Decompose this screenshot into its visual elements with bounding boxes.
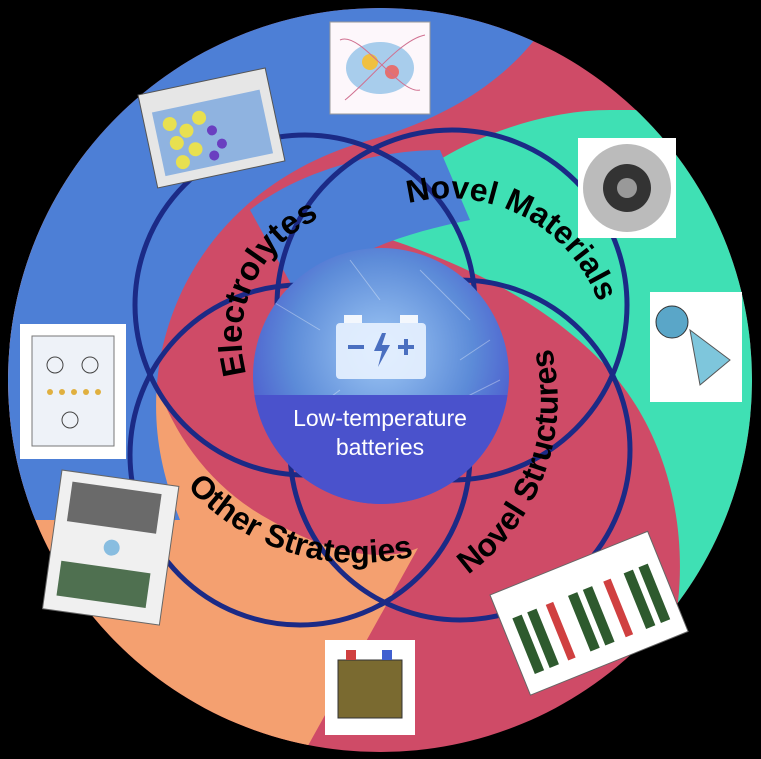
- thumbnail-molecules: [20, 324, 126, 459]
- center-label-line2: batteries: [335, 434, 425, 460]
- center-label: Low-temperature batteries: [236, 404, 524, 462]
- segment-blue: [8, 8, 560, 520]
- center-label-line1: Low-temperature: [293, 405, 467, 431]
- thumbnail-heating-pack: [41, 469, 180, 626]
- thumbnail-self-heating: [325, 640, 415, 735]
- thumbnail-electrolyte-cell: [137, 67, 286, 189]
- thumbnail-two-sheet: [489, 530, 689, 696]
- segment-blue-lower: [250, 150, 470, 300]
- thumbnail-particle: [650, 292, 742, 402]
- battery-icon: [336, 315, 426, 379]
- center-lower-band: [253, 395, 509, 504]
- thumbnail-solvation: [329, 21, 431, 115]
- segment-teal: [360, 110, 752, 700]
- thumbnail-sem-sphere: [578, 138, 676, 238]
